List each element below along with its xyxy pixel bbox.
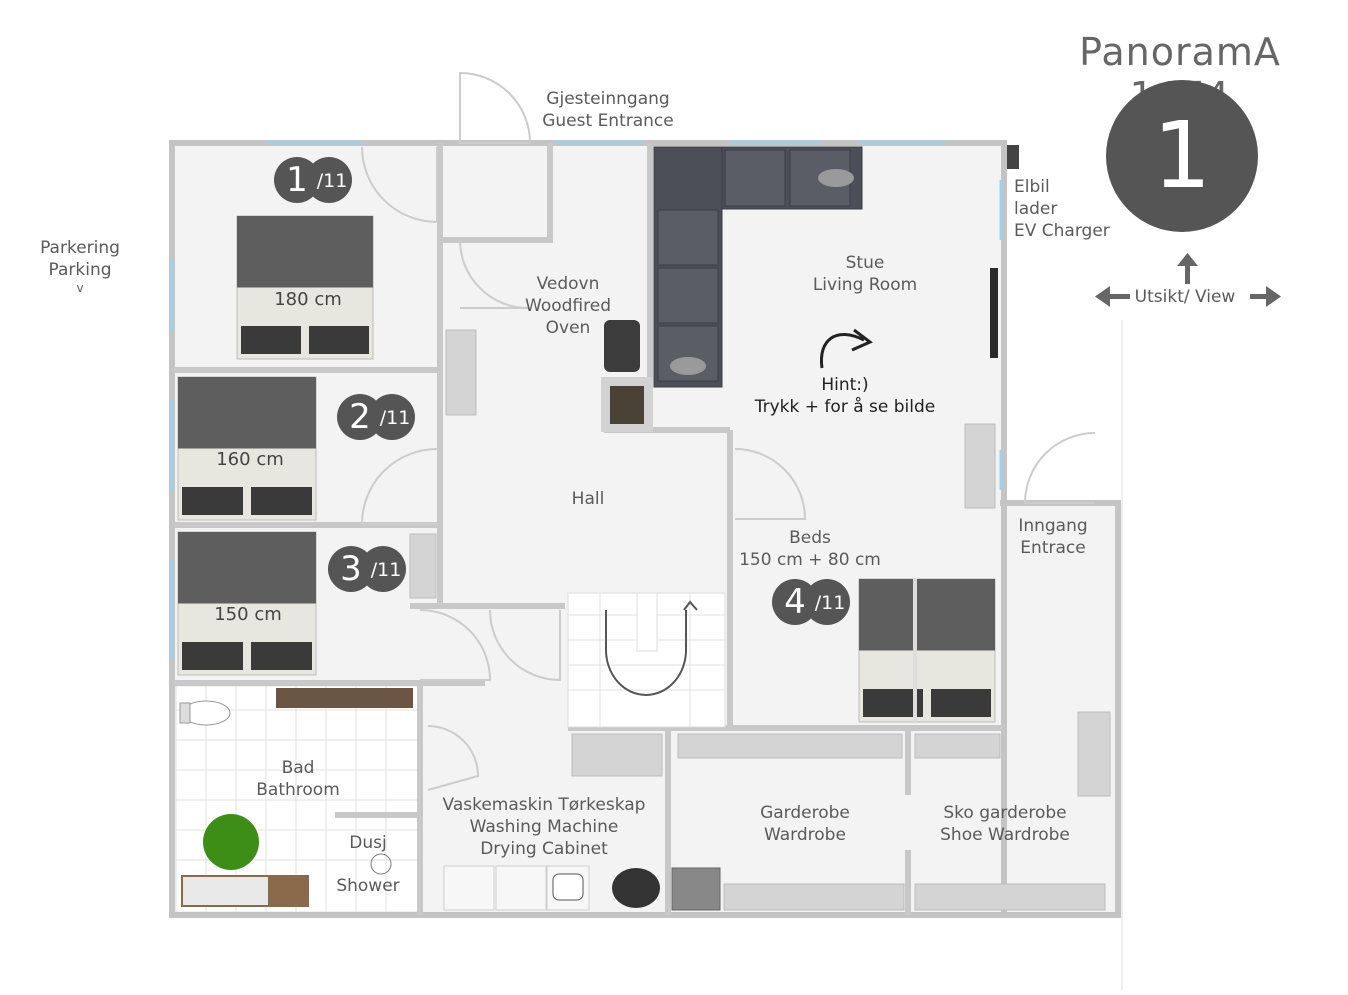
parking-label-en: Parking <box>48 260 112 280</box>
badge-number: 2 <box>349 397 371 437</box>
hint-l2: Trykk + for å se bilde <box>754 397 936 417</box>
bathroom-label: Bad Bathroom <box>238 757 358 801</box>
oven-label-en1: Woodfired <box>525 296 611 316</box>
laundry-label: Vaskemaskin Tørkeskap Washing Machine Dr… <box>428 794 660 860</box>
oven-label: Vedovn Woodfired Oven <box>508 273 628 339</box>
wardrobe-label: Garderobe Wardrobe <box>745 802 865 846</box>
entrance-label: Inngang Entrace <box>1003 515 1103 559</box>
badge-total: /11 <box>814 592 846 614</box>
beds4-l2: 150 cm + 80 cm <box>739 550 881 570</box>
view-arrows-icon <box>1095 253 1281 307</box>
parking-label-no: Parkering <box>40 238 120 258</box>
laundry-l3: Drying Cabinet <box>480 839 608 859</box>
badge-total: /11 <box>370 559 402 581</box>
bathroom-en: Bathroom <box>256 780 340 800</box>
hall-label: Hall <box>571 489 605 509</box>
bed-size-1: 180 cm <box>274 289 342 310</box>
wardrobe-en: Wardrobe <box>764 825 846 845</box>
ev-label-l3: EV Charger <box>1014 221 1110 241</box>
panorama-badge-3[interactable]: 3 /11 <box>328 546 406 592</box>
view-label: Utsikt/ View <box>1134 287 1236 307</box>
badge-number: 1 <box>286 160 308 200</box>
badge-number: 3 <box>340 549 362 589</box>
guest-entrance-en: Guest Entrance <box>542 111 674 131</box>
shoe-wardrobe-no: Sko garderobe <box>943 803 1067 823</box>
panorama-number-badge[interactable]: 1 <box>1106 80 1258 232</box>
laundry-l2: Washing Machine <box>469 817 619 837</box>
view-direction-indicator: Utsikt/ View <box>1090 250 1290 320</box>
living-room-label: Stue Living Room <box>795 252 935 296</box>
guest-entrance-label: Gjesteinngang Guest Entrance <box>518 88 698 132</box>
living-room-no: Stue <box>845 253 885 273</box>
bed-size-2: 160 cm <box>216 449 284 470</box>
entrance-en: Entrace <box>1020 538 1086 558</box>
entrance-no: Inngang <box>1018 516 1088 536</box>
guest-entrance-no: Gjesteinngang <box>546 89 670 109</box>
oven-label-en2: Oven <box>545 318 591 338</box>
badge-total: /11 <box>316 170 348 192</box>
bathroom-no: Bad <box>281 758 315 778</box>
beds4-l1: Beds <box>789 528 831 548</box>
wardrobe-no: Garderobe <box>760 803 850 823</box>
shower-label-bottom: Shower <box>336 876 400 896</box>
beds4-label: Beds 150 cm + 80 cm <box>735 527 885 571</box>
hint-label: Hint:) Trykk + for å se bilde <box>730 374 960 418</box>
parking-mark: v <box>76 281 84 295</box>
laundry-l1: Vaskemaskin Tørkeskap <box>442 795 646 815</box>
ev-label-l1: Elbil <box>1014 177 1050 197</box>
panorama-badge-1[interactable]: 1 /11 <box>274 157 352 203</box>
shoe-wardrobe-label: Sko garderobe Shoe Wardrobe <box>925 802 1085 846</box>
bed-4-divider <box>913 579 917 722</box>
oven-label-no: Vedovn <box>536 274 600 294</box>
panorama-badge-4[interactable]: 4 /11 <box>772 579 850 625</box>
badge-number: 4 <box>784 582 806 622</box>
parking-label: Parkering Parking v <box>20 237 140 295</box>
shower-label-top: Dusj <box>349 833 387 853</box>
shoe-wardrobe-en: Shoe Wardrobe <box>940 825 1070 845</box>
living-room-en: Living Room <box>812 275 918 295</box>
badge-total: /11 <box>379 407 411 429</box>
hint-l1: Hint:) <box>821 375 869 395</box>
ev-label-l2: lader <box>1014 199 1058 219</box>
ev-charger-label: Elbil lader EV Charger <box>1014 176 1110 242</box>
beds-layer <box>177 215 996 723</box>
bed-size-3: 150 cm <box>214 604 282 625</box>
panorama-badge-2[interactable]: 2 /11 <box>337 394 415 440</box>
